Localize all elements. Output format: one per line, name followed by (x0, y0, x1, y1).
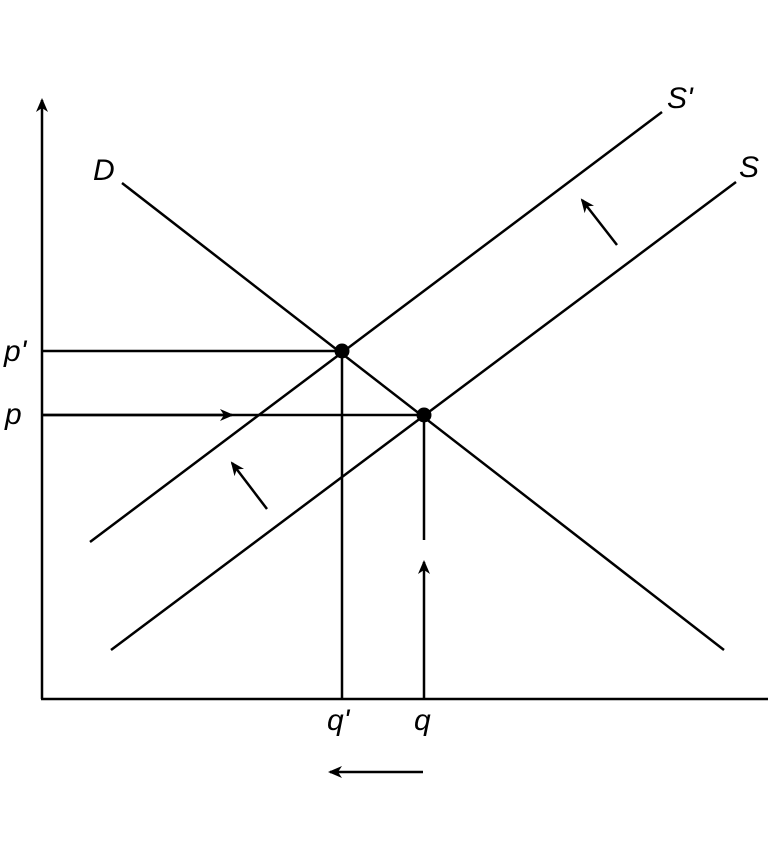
price-new-label: p' (3, 335, 28, 368)
supply-shifted-label: S' (667, 82, 694, 115)
supply-shift-arrow-lower (230, 461, 268, 510)
supply-shift-arrow-upper (580, 198, 618, 246)
quantity-original-label: q (414, 704, 431, 737)
supply-curve-shifted (89, 111, 663, 543)
demand-label: D (93, 154, 115, 187)
supply-label: S (739, 151, 759, 184)
equilibrium-point-original (416, 407, 432, 423)
price-original-label: p (4, 398, 22, 431)
quantity-new-label: q' (327, 704, 351, 737)
equilibrium-point-new (334, 343, 350, 359)
